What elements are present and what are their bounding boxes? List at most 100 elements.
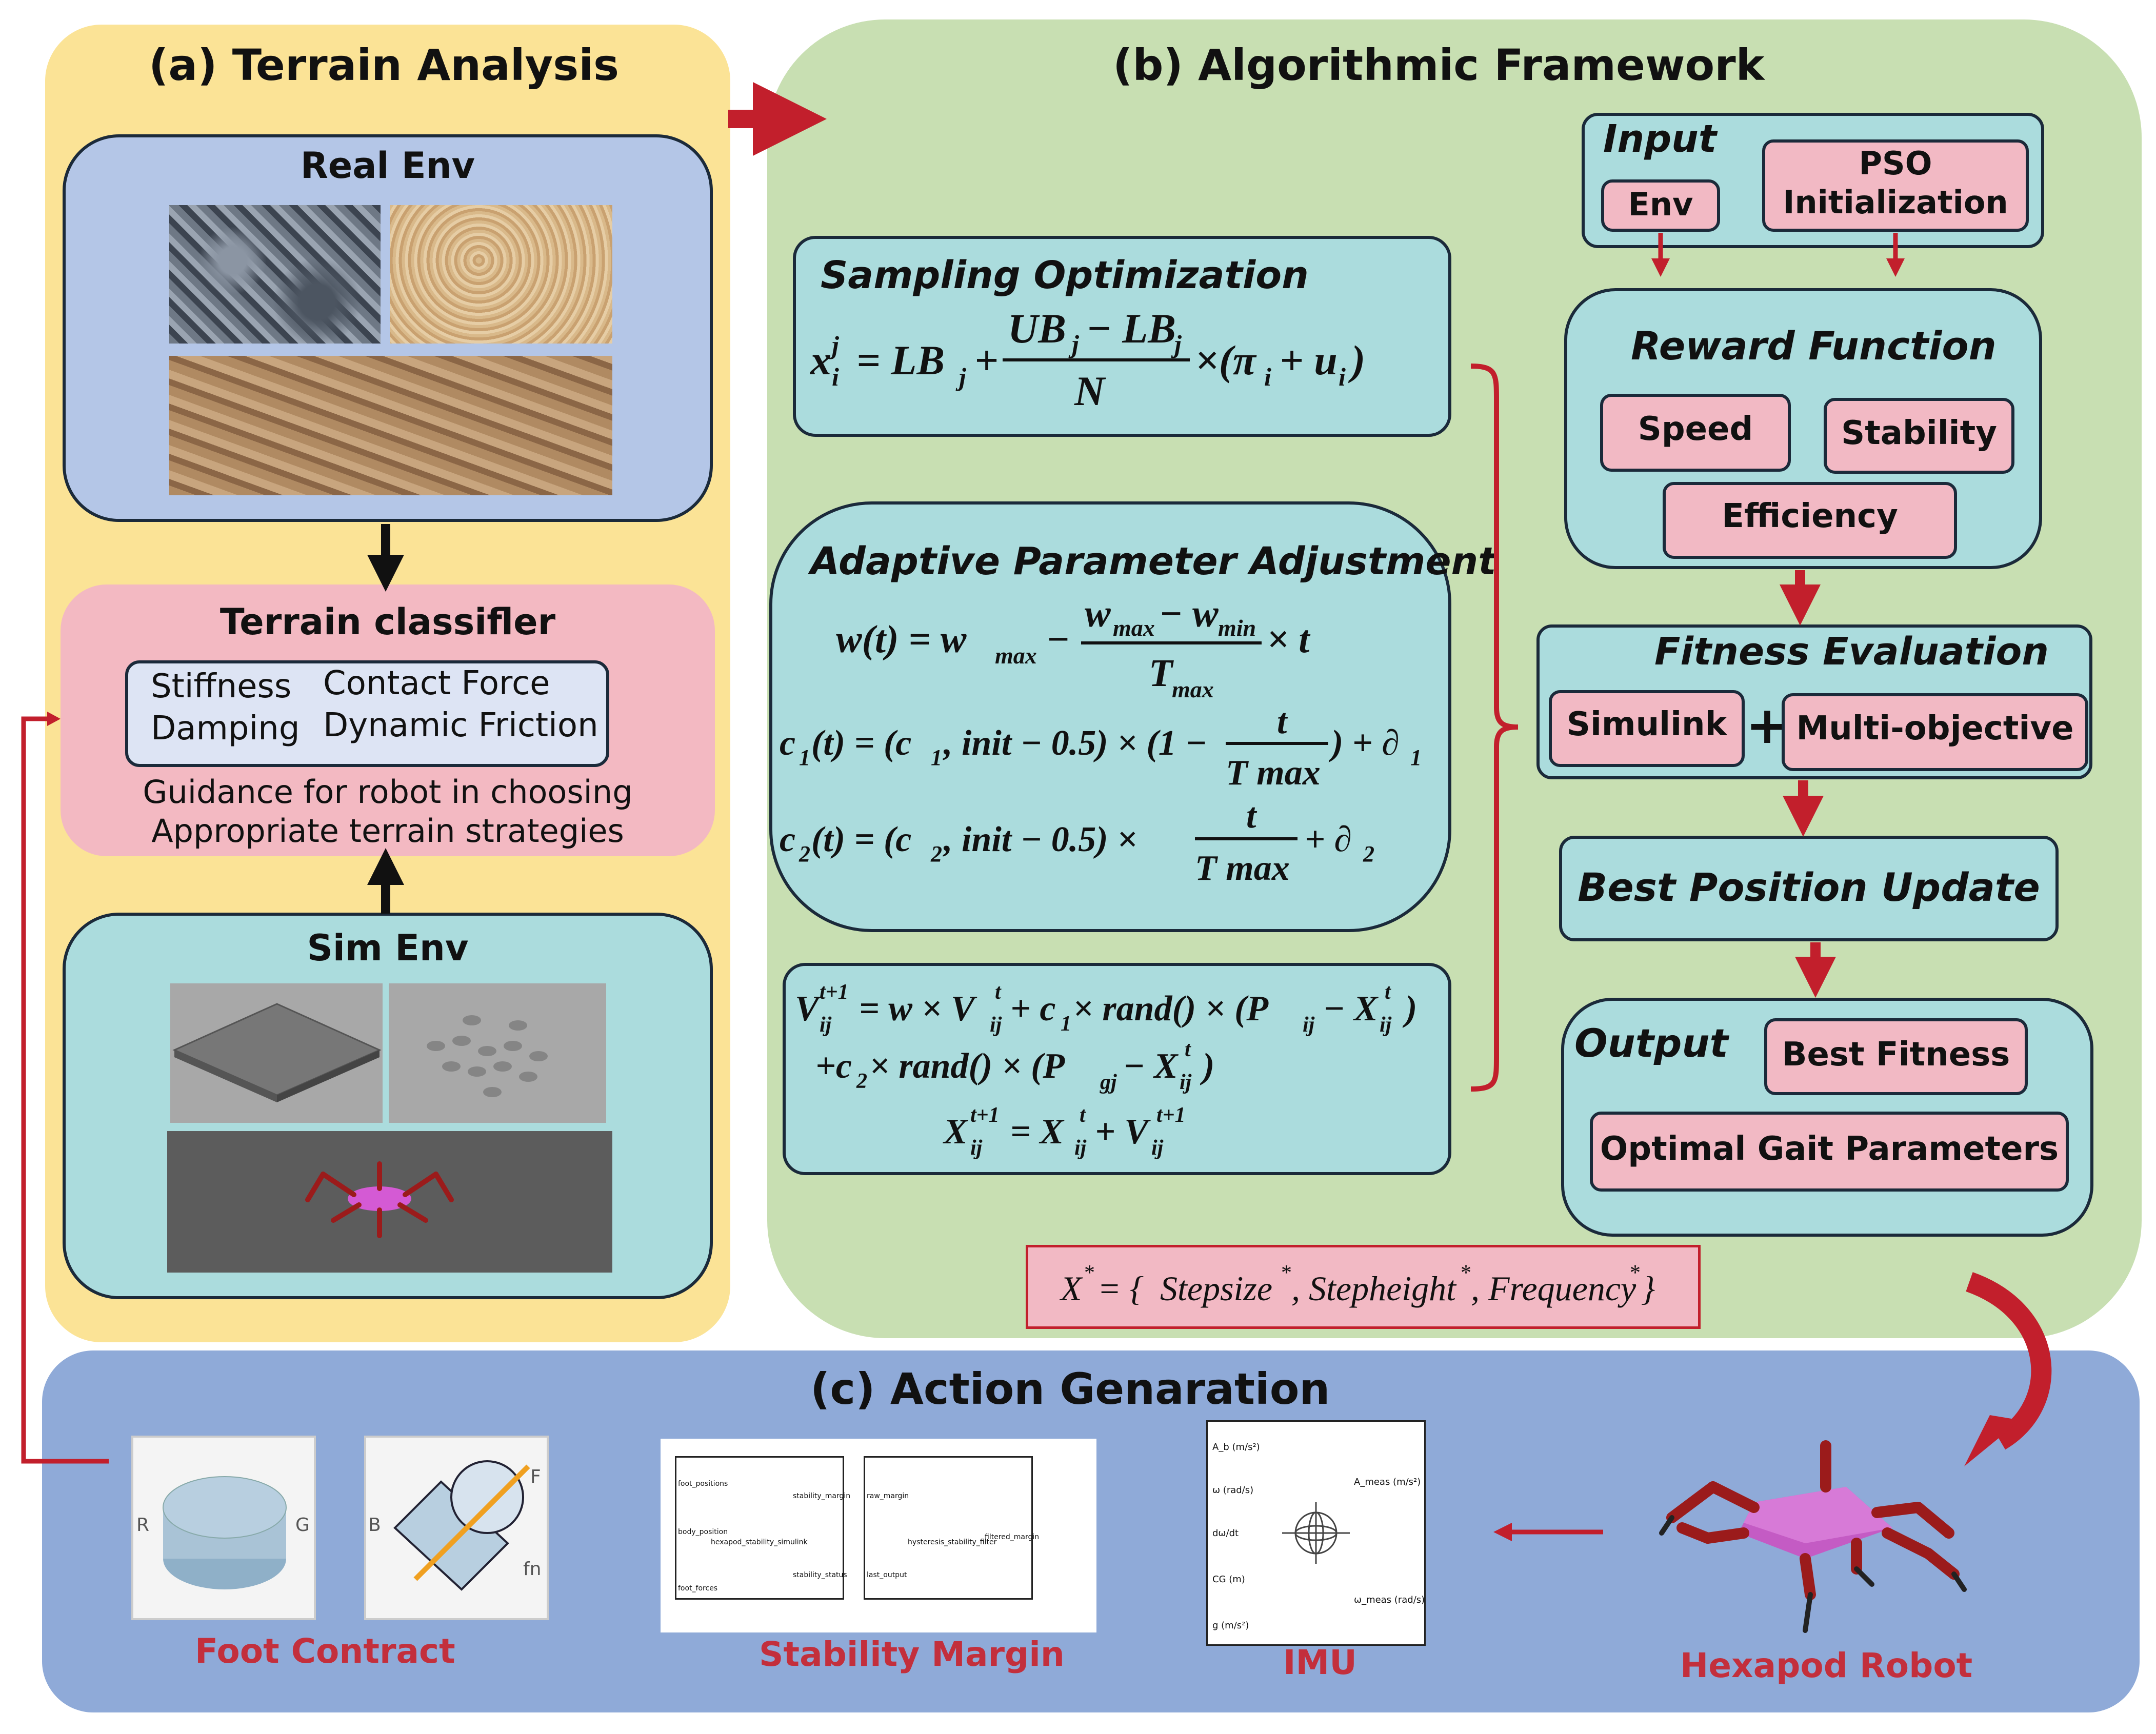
feedback-line: [21, 716, 109, 1464]
adaptive-equations: w(t) = w max − w max − w min T max × t c…: [774, 590, 1441, 908]
initialization-label: Initialization: [1783, 184, 2008, 221]
sampling-equation: x i j = LB j + UB j − LB j N ×(π i + u i…: [805, 297, 1441, 420]
caption-hexapod-robot: Hexapod Robot: [1680, 1646, 1973, 1685]
best-position-title: Best Position Update: [1578, 864, 2040, 910]
caption-imu: IMU: [1283, 1643, 1357, 1682]
adaptive-parameter-box: [769, 501, 1451, 932]
svg-text:X: X: [943, 1112, 969, 1152]
svg-text:×(π: ×(π: [1195, 337, 1257, 384]
svg-text:= X: = X: [1010, 1112, 1065, 1152]
panel-b-title: (b) Algorithmic Framework: [1113, 40, 1765, 90]
reward-function-title: Reward Function: [1631, 323, 1997, 369]
stab-in4: raw_margin: [867, 1492, 909, 1500]
svg-text:t: t: [995, 980, 1002, 1004]
imu-r1: A_meas (m/s²): [1354, 1477, 1421, 1487]
env-input-box: [1601, 179, 1720, 232]
svg-text:= w × V: = w × V: [859, 989, 977, 1029]
simulink-box: [1549, 690, 1745, 767]
svg-text:ij: ij: [1180, 1071, 1192, 1094]
svg-text:min: min: [1218, 615, 1256, 641]
port-r: R: [136, 1515, 150, 1536]
cylinder-shape: [163, 1476, 287, 1589]
stability-box: [1824, 398, 2014, 474]
imu-r2: ω_meas (rad/s): [1354, 1595, 1425, 1605]
stab-out3: filtered_margin: [985, 1533, 1040, 1541]
result-set-box: [1026, 1245, 1701, 1329]
efficiency-label: Efficiency: [1722, 497, 1898, 535]
svg-text:ij: ij: [1303, 1013, 1315, 1037]
best-fitness-label: Best Fitness: [1782, 1036, 2010, 1074]
svg-text:c: c: [780, 723, 795, 763]
panel-a-title: (a) Terrain Analysis: [149, 40, 620, 90]
stab-in3: foot_forces: [678, 1584, 718, 1592]
svg-text:i: i: [1339, 362, 1346, 391]
rough-terrain-sim: [389, 983, 606, 1123]
svg-text:ij: ij: [990, 1013, 1002, 1037]
svg-text:max: max: [1172, 676, 1214, 702]
svg-text:, Stepheight: , Stepheight: [1291, 1269, 1457, 1308]
brace: [1470, 364, 1519, 1092]
port-fn: fn: [523, 1559, 542, 1580]
svg-text:2: 2: [798, 841, 810, 866]
svg-text:c: c: [780, 820, 795, 859]
real-env-title: Real Env: [300, 145, 475, 187]
best-position-box: [1559, 836, 2059, 941]
stab-sub1: hexapod_stability_simulink: [711, 1538, 808, 1546]
curved-arrow-to-robot: [1966, 1272, 2052, 1450]
input-title: Input: [1603, 117, 1717, 161]
svg-text:V: V: [795, 989, 822, 1029]
svg-text:+ ∂: + ∂: [1305, 820, 1352, 859]
speed-label: Speed: [1638, 410, 1753, 448]
env-input-label: Env: [1628, 186, 1693, 223]
svg-text:− w: − w: [1159, 592, 1219, 635]
port-f: F: [530, 1466, 541, 1487]
flat-terrain-plate: [172, 1003, 382, 1096]
svg-text:(t) = (c: (t) = (c: [811, 723, 911, 763]
prop-dynamic-friction: Dynamic Friction: [323, 707, 598, 744]
svg-text:T max: T max: [1195, 849, 1290, 888]
svg-text:t+1: t+1: [820, 980, 849, 1004]
svg-text:) + ∂: ) + ∂: [1328, 723, 1400, 763]
svg-text:t: t: [1277, 702, 1288, 741]
imu-l4: CG (m): [1212, 1574, 1245, 1585]
soil-texture-photo: [169, 356, 612, 495]
svg-text:t: t: [1246, 796, 1257, 836]
svg-text:− X: − X: [1123, 1046, 1179, 1086]
port-g: G: [295, 1515, 310, 1536]
svg-text:= {: = {: [1097, 1269, 1144, 1308]
imu-l5: g (m/s²): [1212, 1620, 1249, 1631]
port-b: B: [368, 1515, 381, 1536]
sim-robot-icon: [305, 1161, 454, 1238]
stab-in2: body_position: [678, 1528, 728, 1536]
svg-text:w(t) = w: w(t) = w: [836, 618, 967, 661]
plus-sign: +: [1746, 695, 1789, 755]
svg-text:+ c: + c: [1010, 989, 1055, 1029]
hexapod-robot-icon: [1659, 1440, 1967, 1633]
svg-text:2: 2: [856, 1070, 867, 1093]
svg-text:t+1: t+1: [1156, 1103, 1186, 1127]
rough-terrain-pattern: [427, 1015, 548, 1097]
svg-text:i: i: [832, 362, 839, 391]
svg-text:max: max: [1113, 615, 1155, 641]
stab-out1: stability_margin: [793, 1492, 851, 1500]
svg-text:−: −: [1046, 618, 1070, 661]
svg-text:gj: gj: [1100, 1071, 1117, 1094]
sampling-optimization-title: Sampling Optimization: [821, 253, 1309, 297]
optimal-gait-box: [1590, 1112, 2069, 1192]
svg-text:ij: ij: [1151, 1136, 1164, 1160]
output-title: Output: [1574, 1020, 1728, 1066]
result-set-formula: X * = { Stepsize * , Stepheight * , Freq…: [1026, 1245, 1701, 1329]
stab-out2: stability_status: [793, 1571, 847, 1579]
prop-stiffness: Stiffness: [151, 668, 292, 705]
optimal-gait-label: Optimal Gait Parameters: [1600, 1130, 2059, 1168]
svg-text:1: 1: [931, 745, 942, 770]
svg-text:2: 2: [930, 841, 942, 866]
contact-shape: [393, 1460, 530, 1591]
sampling-optimization-box: [793, 236, 1451, 437]
pso-label: PSO: [1859, 145, 1932, 182]
svg-text:*: *: [1460, 1261, 1470, 1285]
svg-text:i: i: [1264, 362, 1271, 391]
feedback-arrowhead: [47, 712, 61, 726]
multi-objective-label: Multi-objective: [1796, 710, 2074, 748]
